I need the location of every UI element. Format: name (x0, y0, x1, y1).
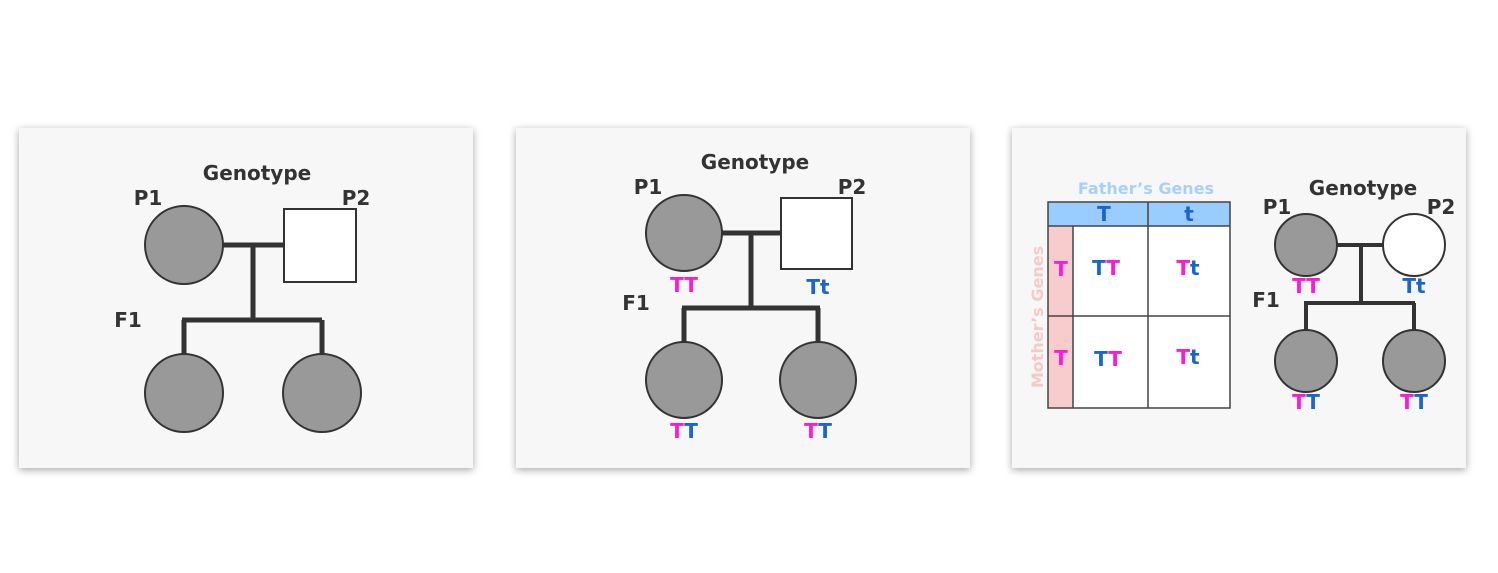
p1-genotype: TT (670, 273, 698, 297)
mother-genes-label: Mother’s Genes (1028, 246, 1047, 388)
child1-genotype: TT (1292, 390, 1320, 414)
p2-label: P2 (342, 186, 371, 210)
pedigree-lines (681, 230, 821, 343)
title: Genotype (203, 161, 311, 185)
child1-affected (645, 341, 723, 419)
child2-affected (1382, 329, 1446, 393)
child2-affected (282, 353, 362, 433)
punnett-square: Father’s Genes Mother’s Genes T t T T TT… (1028, 179, 1231, 409)
pedigree: Genotype P1 P2 F1 TT Tt TT TT (1252, 176, 1455, 414)
father-allele-2: t (1184, 202, 1194, 226)
grid-lines (1047, 201, 1231, 409)
p2-genotype: Tt (806, 275, 830, 299)
father-header-row (1048, 202, 1230, 226)
mother-allele-1: T (1054, 257, 1068, 281)
f1-label: F1 (1252, 288, 1280, 312)
panel-3-punnett-and-pedigree: Father’s Genes Mother’s Genes T t T T TT… (1012, 128, 1466, 468)
child2-affected (779, 341, 857, 419)
panel-2-pedigree-genotypes: Genotype P1 P2 F1 TT Tt TT TT (516, 128, 970, 468)
p1-affected (1274, 213, 1338, 277)
p2-label: P2 (1427, 195, 1456, 219)
p1-label: P1 (134, 186, 163, 210)
cell-2-1: TT (1094, 347, 1122, 371)
p2-label: P2 (838, 175, 867, 199)
f1-label: F1 (622, 291, 650, 315)
p2-genotype: Tt (1402, 274, 1426, 298)
child1-affected (1274, 329, 1338, 393)
p2-male-unaffected (780, 197, 853, 270)
pedigree-lines (1304, 243, 1416, 330)
cell-2-2: Tt (1176, 345, 1200, 369)
p1-label: P1 (1263, 195, 1292, 219)
mother-allele-2: T (1054, 346, 1068, 370)
panel-card (19, 128, 473, 468)
p1-label: P1 (634, 175, 663, 199)
p1-genotype: TT (1292, 274, 1320, 298)
p2-male-unaffected (283, 208, 357, 283)
title: Genotype (701, 150, 809, 174)
child2-genotype: TT (804, 419, 832, 443)
title: Genotype (1309, 176, 1417, 200)
child2-genotype: TT (1400, 390, 1428, 414)
p1-female-affected (645, 194, 723, 272)
child1-genotype: TT (670, 419, 698, 443)
father-genes-label: Father’s Genes (1078, 179, 1214, 198)
mother-header-col (1048, 226, 1073, 408)
pedigree-lines (181, 242, 325, 354)
cell-1-1: TT (1092, 256, 1120, 280)
panel-card (516, 128, 970, 468)
p2-unaffected (1382, 213, 1446, 277)
panel-1-pedigree: Genotype P1 P2 F1 (19, 128, 473, 468)
father-allele-1: T (1097, 202, 1111, 226)
f1-label: F1 (114, 308, 142, 332)
p1-female-affected (144, 205, 224, 285)
cell-1-2: Tt (1176, 256, 1200, 280)
child1-affected (144, 353, 224, 433)
